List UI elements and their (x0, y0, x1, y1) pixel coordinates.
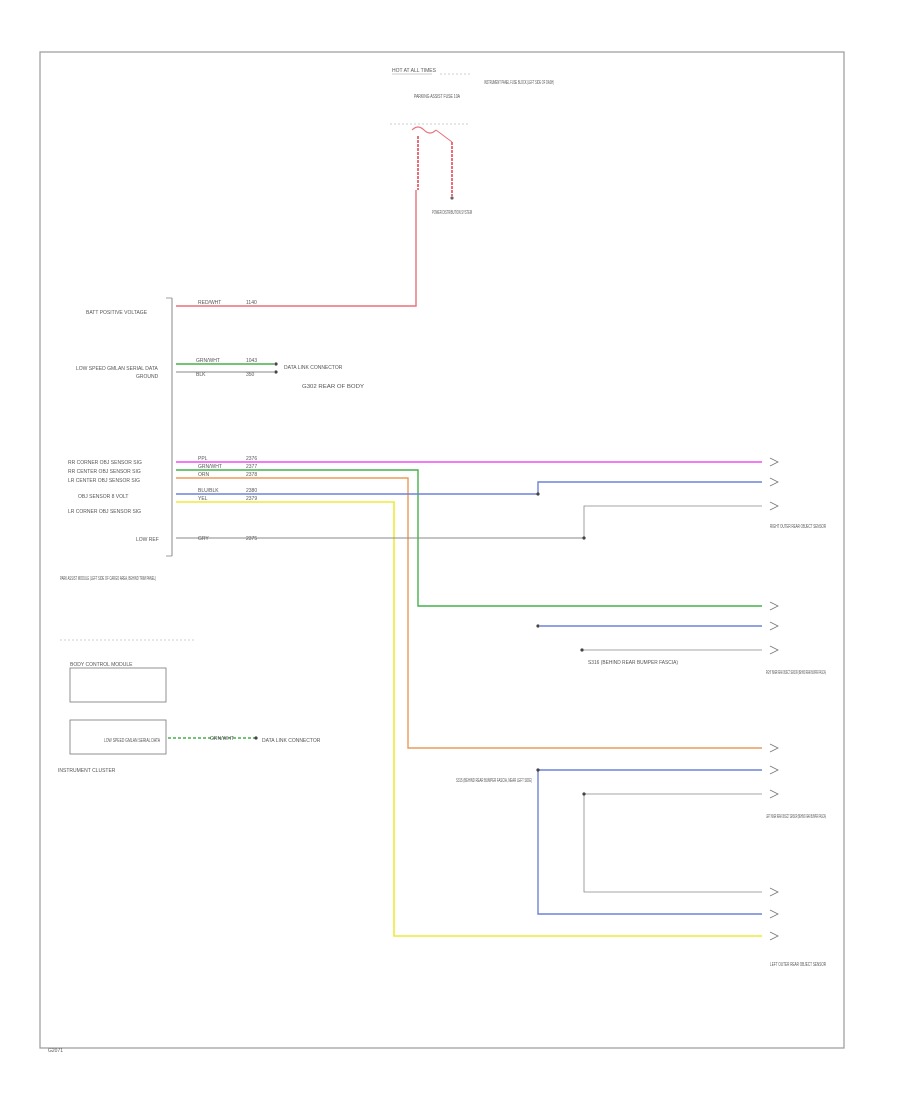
wire-color-label: BLK (196, 372, 206, 378)
wire-color-label: ORN (198, 472, 210, 478)
fuse-label: PARKING ASSIST FUSE 10A (414, 94, 460, 100)
fuse-section: HOT AT ALL TIMES INSTRUMENT PANEL FUSE B… (390, 68, 554, 216)
ground-dot (450, 196, 454, 200)
splice-dot (254, 736, 258, 740)
sensor-name: LEFT INNER REAR OBJECT SENSOR (BEHIND RE… (766, 814, 826, 820)
footer-code: G2071 (48, 1048, 63, 1054)
diagram-frame (39, 51, 845, 1049)
wire-color-label: GRY (198, 536, 209, 542)
splice-dot (582, 536, 586, 540)
wire-low-ref-left (583, 794, 762, 893)
wire-color-label: PPL (198, 456, 208, 462)
wire-code-label: 2377 (246, 464, 257, 470)
wire-code-label: 1043 (246, 358, 257, 364)
wire-code-label: 2378 (246, 472, 257, 478)
splice-dot (274, 362, 278, 366)
wire-color-label: BLU/BLK (198, 488, 219, 494)
wire-code-label: 2379 (246, 496, 257, 502)
pin-label: RR CORNER OBJ SENSOR SIG (68, 460, 142, 466)
splice-dot (536, 624, 540, 628)
splice-label: S315 (BEHIND REAR BUMPER FASCIA, NEAR LE… (456, 778, 532, 784)
cluster-section: BODY CONTROL MODULE LOW SPEED GMLAN SERI… (58, 639, 321, 774)
cluster-link-label: DATA LINK CONNECTOR (262, 738, 321, 744)
wire-8volt (176, 481, 762, 495)
pin-label: LOW SPEED GMLAN SERIAL DATA (76, 366, 159, 372)
fuse-block-label: INSTRUMENT PANEL FUSE BLOCK (LEFT SIDE O… (484, 80, 554, 86)
pin-label: LR CORNER OBJ SENSOR SIG (68, 509, 141, 515)
data-link-label: DATA LINK CONNECTOR (284, 365, 343, 371)
sensor-name: LEFT OUTER REAR OBJECT SENSOR (770, 962, 826, 968)
wire-lr-center (176, 477, 762, 749)
wire-low-ref-up (583, 505, 762, 538)
wire-code-label: 2375 (246, 536, 257, 542)
splice-dot (536, 492, 540, 496)
power-distribution-label: POWER DISTRIBUTION SYSTEM (432, 210, 472, 216)
wire-lr-corner (176, 501, 762, 937)
wire-code-label: 1140 (246, 300, 257, 306)
power-source-label: HOT AT ALL TIMES (392, 68, 437, 74)
wire-color-label: GRN/WHT (196, 358, 220, 364)
pin-label: LOW REF (136, 537, 159, 543)
pin-label: OBJ SENSOR 8 VOLT (78, 494, 128, 500)
splice-label: S316 (BEHIND REAR BUMPER FASCIA) (588, 660, 678, 666)
module-connector (166, 297, 173, 557)
splice-dot (582, 792, 586, 796)
pin-label: RR CENTER OBJ SENSOR SIG (68, 469, 141, 475)
cluster-wire-label: GRN/WHT (210, 736, 234, 742)
splice-dot (536, 768, 540, 772)
splice-dot (580, 648, 584, 652)
wire-color-label: RED/WHT (198, 300, 221, 306)
fuse-icon (411, 126, 437, 134)
splice-dot (274, 370, 278, 374)
wire-code-label: 2380 (246, 488, 257, 494)
sensor-name: RIGHT INNER REAR OBJECT SENSOR (BEHIND R… (766, 670, 826, 676)
bcm-label: BODY CONTROL MODULE (70, 662, 133, 668)
sensor-name: RIGHT OUTER REAR OBJECT SENSOR (770, 524, 826, 530)
ground-note: G302 REAR OF BODY (302, 384, 365, 390)
wire-color-label: YEL (198, 496, 208, 502)
cluster-name: INSTRUMENT CLUSTER (58, 768, 116, 774)
wire-batt (176, 190, 417, 307)
pin-label: BATT POSITIVE VOLTAGE (86, 310, 148, 316)
module-name: PARK ASSIST MODULE (LEFT SIDE OF CARGO A… (60, 576, 156, 582)
cluster-bus-label: LOW SPEED GMLAN SERIAL DATA (104, 738, 160, 744)
pin-label: GROUND (136, 374, 159, 380)
wire-8volt-left (537, 770, 762, 915)
wire-code-label: 350 (246, 372, 255, 378)
pin-label: LR CENTER OBJ SENSOR SIG (68, 478, 140, 484)
wire-code-label: 2376 (246, 456, 257, 462)
wire-color-label: GRN/WHT (198, 464, 222, 470)
module-pin-labels: BATT POSITIVE VOLTAGE LOW SPEED GMLAN SE… (68, 310, 159, 543)
sensor-terminals (769, 457, 779, 941)
